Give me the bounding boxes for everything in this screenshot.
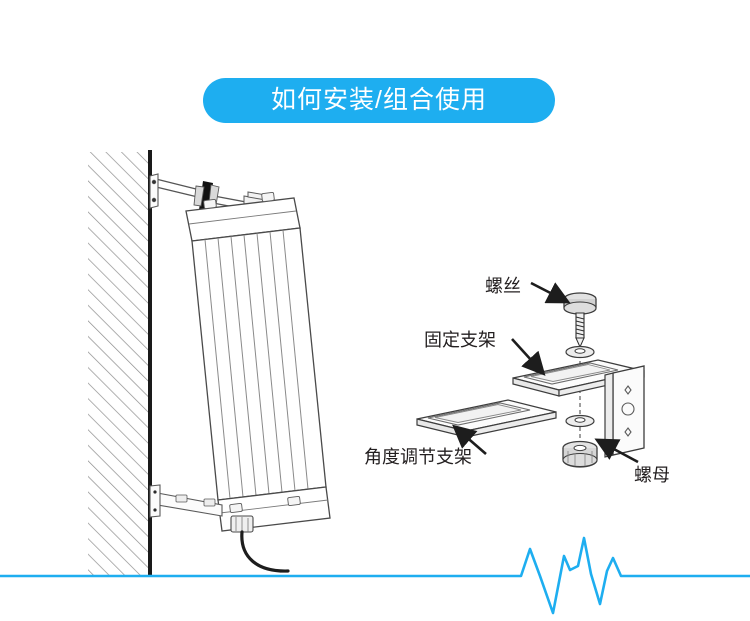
callout-label-screw: 螺丝 <box>485 276 521 296</box>
callout-label-fixed-bracket: 固定支架 <box>424 330 496 350</box>
flat-washer-top <box>565 345 595 359</box>
arrow-screw <box>530 281 571 304</box>
hatched-wall <box>88 150 152 576</box>
arrow-bracket <box>511 338 546 376</box>
arrow-angle <box>452 424 487 455</box>
arrow-nut <box>594 438 639 464</box>
lower-mount-arm <box>149 484 223 518</box>
page-title: 如何安装/组合使用 <box>271 86 487 114</box>
ribbed-panel-device <box>185 192 331 532</box>
output-cable <box>230 515 290 573</box>
page-title-banner: 如何安装/组合使用 <box>203 78 555 123</box>
hex-nut <box>562 440 598 468</box>
callout-label-angle-bracket: 角度调节支架 <box>364 447 472 467</box>
mounting-holes <box>621 385 635 437</box>
callout-arrows <box>452 281 639 464</box>
flat-washer-bottom <box>565 414 595 443</box>
callout-label-nut: 螺母 <box>634 465 670 485</box>
